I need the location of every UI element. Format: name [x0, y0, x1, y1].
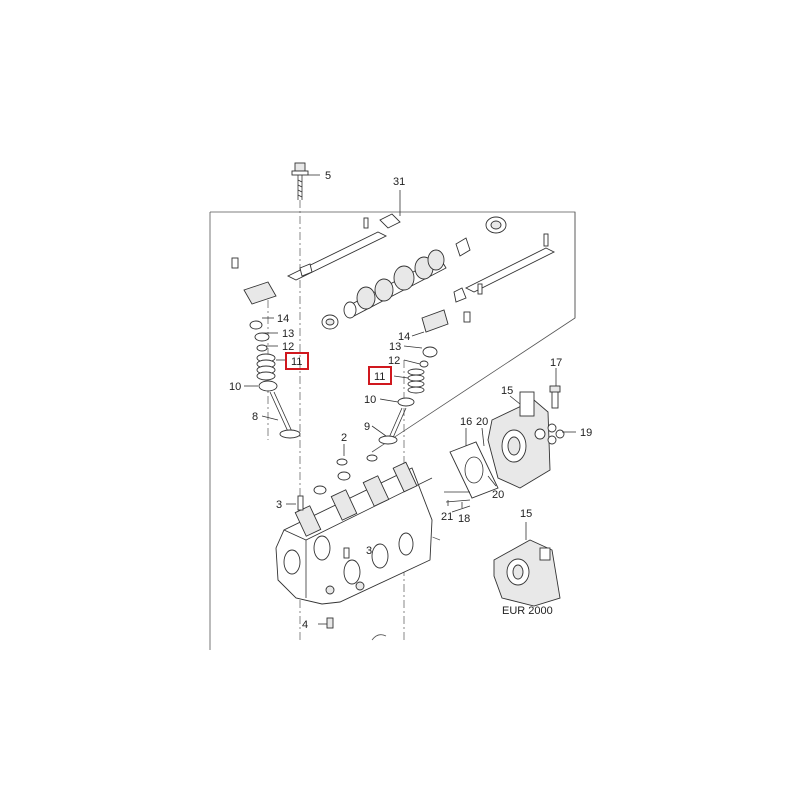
callout-31: 31 — [393, 176, 405, 188]
left-valve-spring — [256, 353, 276, 381]
callout-20-upper: 20 — [476, 416, 488, 428]
callout-15-lower: 15 — [520, 508, 532, 520]
callout-12-right: 12 — [388, 355, 400, 367]
callout-14-right: 14 — [398, 331, 410, 343]
callout-2: 2 — [341, 432, 347, 444]
plug-4 — [326, 617, 334, 629]
callout-labels: 31 5 14 13 12 11 10 8 14 13 12 11 10 9 2… — [229, 170, 592, 631]
callout-16: 16 — [460, 416, 472, 428]
right-valve-stack — [378, 309, 471, 445]
callout-8: 8 — [252, 411, 258, 423]
callout-15-upper: 15 — [501, 385, 513, 397]
fittings-19 — [547, 423, 565, 445]
callout-17: 17 — [550, 357, 562, 369]
camshaft — [321, 249, 447, 330]
callout-20-lower: 20 — [492, 489, 504, 501]
callout-21: 21 — [441, 511, 453, 523]
callout-13-right: 13 — [389, 341, 401, 353]
callout-18: 18 — [458, 513, 470, 525]
callout-5: 5 — [325, 170, 331, 182]
leader-lines — [244, 174, 576, 625]
callout-4: 4 — [302, 619, 308, 631]
highlight-boxes — [285, 352, 392, 385]
callout-13-left: 13 — [282, 328, 294, 340]
callout-3-upper: 3 — [276, 499, 282, 511]
housing-15 — [487, 391, 551, 489]
left-valve-stack — [231, 257, 301, 439]
cam-seal — [485, 216, 507, 234]
callout-10-right: 10 — [364, 394, 376, 406]
assembly-frame — [209, 211, 576, 650]
bolt-5 — [291, 162, 309, 200]
callout-11-left: 11 — [291, 356, 302, 368]
variant-caption: EUR 2000 — [502, 605, 553, 617]
callout-12-left: 12 — [282, 341, 294, 353]
gasket-16 — [449, 441, 499, 499]
rocker-shafts — [286, 213, 556, 303]
valve-stem-seals — [313, 454, 378, 495]
callout-19: 19 — [580, 427, 592, 439]
callout-3-lower: 3 — [366, 545, 372, 557]
highlight-box-left-11 — [285, 352, 309, 370]
callout-10-left: 10 — [229, 381, 241, 393]
callout-14-left: 14 — [277, 313, 289, 325]
housing-15-eur2000 — [493, 539, 561, 607]
guide-pin-3 — [297, 495, 350, 559]
callout-11-right: 11 — [374, 371, 385, 383]
callout-9: 9 — [364, 421, 370, 433]
highlight-box-right-11 — [368, 366, 392, 385]
cylinder-head — [275, 461, 433, 605]
right-valve-spring — [407, 368, 425, 394]
studs-21-18 — [444, 491, 471, 513]
bolt-17 — [549, 385, 561, 409]
